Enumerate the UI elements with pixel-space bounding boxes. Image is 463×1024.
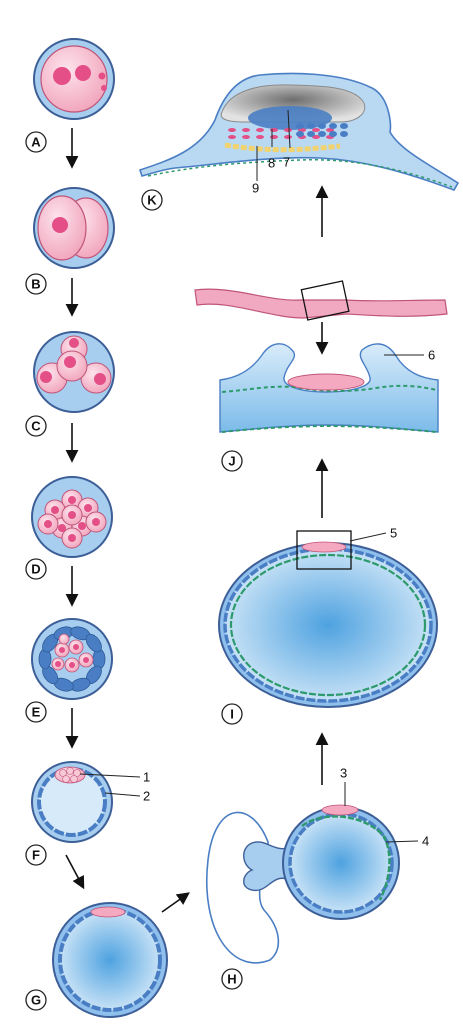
stage-letter: K [147,193,157,208]
stage-j-amniotic-disc [194,280,448,433]
callout-label-6: 6 [428,348,435,363]
callout-leader-lines [79,109,424,843]
callout-label-7: 7 [283,155,290,170]
callout-label-1: 1 [143,770,150,785]
stage-i-bilaminar-blastocyst [218,530,438,708]
stage-letter: G [31,993,41,1008]
stage-letter: D [31,562,40,577]
callout-label-3: 3 [340,766,347,781]
stage-label-f: F [25,844,47,866]
stage-label-e: E [25,701,47,723]
stage-label-k: K [141,189,163,211]
stage-d-morula [31,476,113,558]
stage-h-yolk-sac [206,804,400,964]
stage-label-g: G [25,989,47,1011]
callout-label-2: 2 [143,789,150,804]
stage-letter: F [32,848,40,863]
callout-label-8: 8 [268,156,275,171]
stage-a-zygote [33,38,115,120]
stage-letter: B [31,277,40,292]
stage-label-i: I [221,703,243,725]
stage-letter-badges: A B C D E F G H I J K [25,131,243,1011]
stage-b-two-cell [33,187,115,269]
callout-label-4: 4 [422,834,429,849]
left-column-arrows [65,128,190,913]
stage-label-b: B [25,273,47,295]
stage-label-d: D [25,558,47,580]
stage-letter: J [228,454,235,469]
stage-label-j: J [221,450,243,472]
stage-letter: E [32,705,41,720]
stage-c-four-cell [33,331,115,413]
callout-label-9: 9 [252,181,259,196]
stage-k-implantation [138,72,460,191]
callout-labels: 1 2 3 4 5 6 789 [143,155,435,849]
stage-label-c: C [25,415,47,437]
stage-e-early-blastocyst [31,618,113,700]
stage-letter: I [230,707,234,722]
stage-f-blastocyst [31,761,113,843]
stage-label-h: H [221,968,243,990]
stage-label-a: A [25,131,47,153]
stage-g-blastocyst [52,902,168,1018]
stage-letter: H [227,972,236,987]
stage-letter: C [31,419,41,434]
callout-label-5: 5 [390,526,397,541]
stage-letter: A [31,135,41,150]
